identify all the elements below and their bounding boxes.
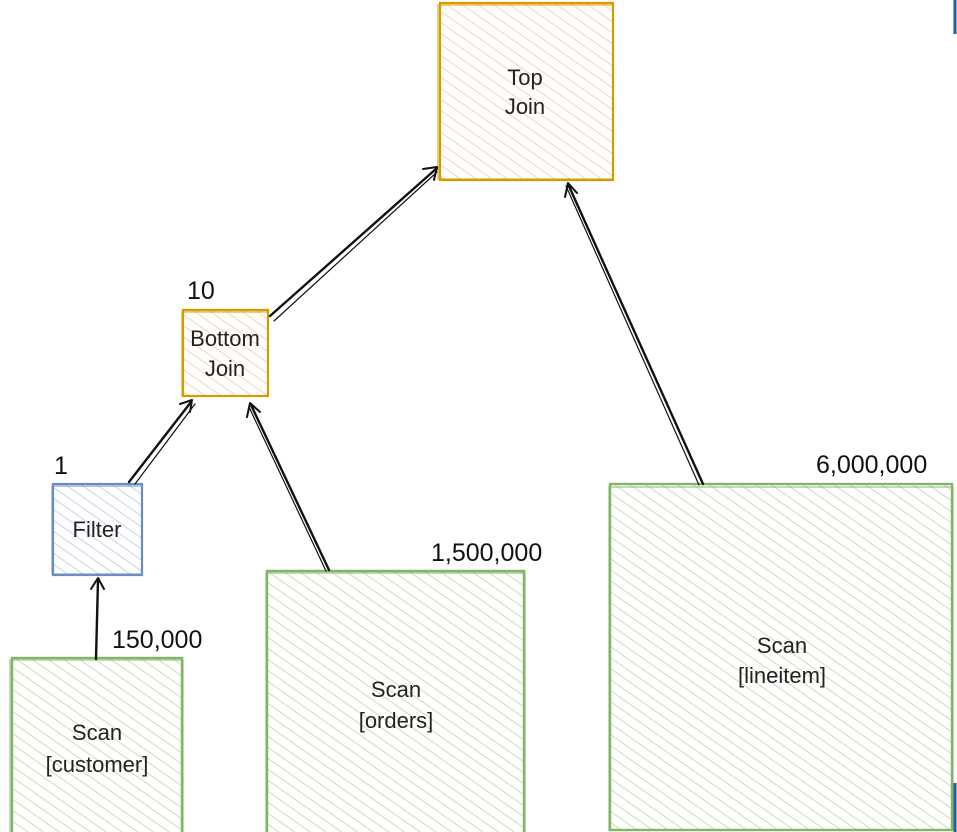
- scan-orders-row-count: 1,500,000: [431, 539, 542, 567]
- arrowhead-icon: [179, 399, 193, 413]
- arrowhead-icon: [564, 182, 578, 198]
- scan-orders-box: [265, 569, 526, 832]
- scan-customer-label-line2: [customer]: [46, 752, 149, 777]
- filter-node[interactable]: Filter: [51, 482, 144, 577]
- top-join-box: [438, 1, 615, 182]
- bottom-join-box: [181, 308, 270, 398]
- scan-orders-label-line1: Scan: [371, 677, 421, 702]
- edge-bottom-join-to-top-join: [268, 166, 439, 322]
- scan-customer-node[interactable]: Scan [customer]: [9, 656, 184, 832]
- scan-customer-label-line1: Scan: [72, 720, 122, 745]
- bottom-join-label-line2: Join: [205, 356, 245, 381]
- filter-label: Filter: [73, 517, 122, 542]
- scan-orders-node[interactable]: Scan [orders]: [265, 569, 526, 832]
- bottom-join-label-line1: Bottom: [190, 326, 260, 351]
- top-join-box-sketch: [437, 4, 614, 180]
- scan-orders-label-line2: [orders]: [359, 708, 434, 733]
- scan-lineitem-label-line2: [lineitem]: [738, 663, 826, 688]
- top-join-node[interactable]: Top Join: [437, 1, 615, 182]
- bottom-join-box-sketch: [181, 311, 269, 397]
- bottom-join-node[interactable]: Bottom Join: [181, 308, 270, 398]
- arrowhead-icon: [422, 166, 438, 181]
- scan-lineitem-box: [608, 482, 954, 832]
- arrowhead-icon: [90, 577, 105, 590]
- arrowhead-icon: [246, 402, 261, 418]
- scan-lineitem-node[interactable]: Scan [lineitem]: [608, 482, 954, 832]
- scan-customer-row-count: 150,000: [112, 626, 202, 654]
- edge-lineitem-to-top-join: [564, 182, 705, 486]
- scan-customer-box: [10, 656, 184, 832]
- scan-lineitem-label-line1: Scan: [757, 633, 807, 658]
- scan-lineitem-row-count: 6,000,000: [816, 451, 927, 479]
- edge-orders-to-bottom-join: [246, 402, 331, 572]
- top-join-label-line1: Top: [507, 65, 542, 90]
- edge-filter-to-bottom-join: [127, 399, 196, 485]
- edge-customer-to-filter: [90, 577, 105, 661]
- scan-orders-box-sketch: [265, 572, 526, 832]
- filter-box-sketch: [51, 485, 143, 575]
- scan-lineitem-box-sketch: [608, 486, 954, 831]
- filter-row-count: 1: [54, 452, 68, 480]
- bottom-join-row-count: 10: [187, 277, 215, 305]
- top-join-label-line2: Join: [505, 94, 545, 119]
